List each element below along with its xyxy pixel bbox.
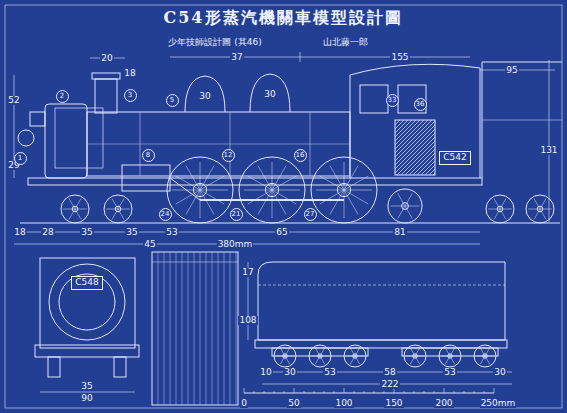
dimension-label: 222	[380, 380, 399, 389]
dimension-label: 0	[240, 399, 248, 408]
dimension-label: 30	[283, 368, 296, 377]
dimension-label: 65	[275, 228, 288, 237]
dimension-label: 95	[505, 66, 518, 75]
dimension-label: 18	[13, 228, 26, 237]
dimension-label: 131	[539, 146, 558, 155]
dimension-label: 150	[384, 399, 403, 408]
callout-number: 21	[230, 208, 243, 221]
dimension-label: 30	[493, 368, 506, 377]
callout-number: 2	[56, 90, 69, 103]
dimension-label: 28	[41, 228, 54, 237]
dimension-label: 少年技師設計圖 (其46)	[167, 38, 262, 47]
side-view	[14, 52, 562, 244]
dimension-label: 35	[80, 228, 93, 237]
plate-text: C542	[443, 153, 466, 163]
parts-table	[152, 252, 238, 405]
dimension-label: 155	[390, 53, 409, 62]
dimension-label: 30	[263, 90, 276, 99]
dimension-label: 30	[198, 92, 211, 101]
dimension-label: 18	[123, 69, 136, 78]
dimension-label: 52	[7, 96, 20, 105]
dimension-label: 17	[241, 268, 254, 277]
callout-number: 24	[159, 208, 172, 221]
dimension-label: 10	[259, 368, 272, 377]
callout-number: 16	[294, 149, 307, 162]
dimension-label: 108	[238, 316, 257, 325]
callout-number: 5	[166, 94, 179, 107]
dimension-label: 20	[100, 54, 113, 63]
sheet-border	[5, 5, 562, 408]
dimension-label: 380mm	[217, 240, 254, 249]
callout-number: 12	[222, 149, 235, 162]
dimension-label: 37	[230, 53, 243, 62]
callout-number: 1	[14, 152, 27, 165]
dimension-label: 45	[143, 240, 156, 249]
dimension-label: 200	[434, 399, 453, 408]
dimension-label: 山北藤一郎	[322, 38, 369, 47]
tender-side-view	[248, 262, 512, 384]
dimension-label: 53	[165, 228, 178, 237]
dimension-label: 35	[80, 382, 93, 391]
drawing-title: C54形蒸汽機關車模型設計圖	[164, 10, 403, 26]
dimension-label: 53	[443, 368, 456, 377]
dimension-label: 90	[80, 394, 93, 403]
number-plate: C542	[439, 151, 470, 165]
front-view	[35, 258, 139, 392]
dimension-label: 58	[383, 368, 396, 377]
number-plate: C548	[71, 276, 102, 290]
dimension-label: 250mm	[480, 399, 517, 408]
scale-bar	[244, 388, 494, 393]
dimension-label: 81	[393, 228, 406, 237]
dimension-label: 35	[125, 228, 138, 237]
dimension-label: 100	[334, 399, 353, 408]
dimension-label: 53	[323, 368, 336, 377]
dimension-label: 50	[287, 399, 300, 408]
callout-number: 27	[304, 208, 317, 221]
callout-number: 3	[124, 89, 137, 102]
callout-number: 33	[386, 94, 399, 107]
plate-text: C548	[75, 278, 98, 288]
callout-number: 8	[142, 149, 155, 162]
callout-number: 36	[414, 98, 427, 111]
